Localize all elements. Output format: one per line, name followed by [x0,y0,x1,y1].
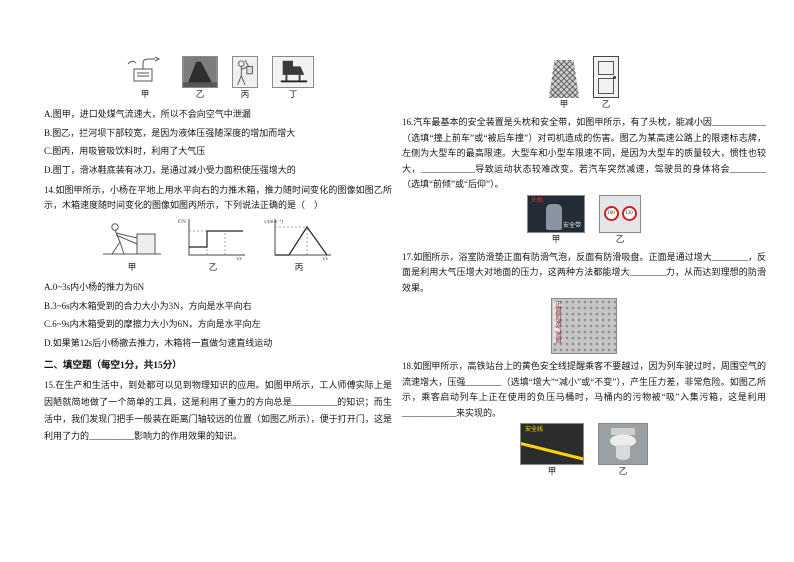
q17-text: 17.如图所示，浴室防滑垫正面有防滑气泡，反面有防滑吸盘。正面是通过增大____… [402,251,766,293]
speed-limit-small-vehicle: 120 [621,206,637,221]
q13-figure-straw: 丙 [232,56,258,100]
q14-option-c: C.6~9s内木箱受到的摩擦力大小为6N，方向是水平向左 [44,319,261,329]
force-time-graph: F/N t/s [178,219,245,261]
car-seat-shape [546,203,562,230]
headrest-photo: 头枕 安全带 [527,194,585,233]
figure-label: 乙 [601,99,611,109]
q14-figure-push: 甲 [101,217,163,273]
q18-figure-platform: 安全线 甲 [520,423,584,477]
q15-figure-tool: 甲 [549,60,579,110]
axis-label-force: F/N [178,220,186,225]
door-panel [598,61,614,75]
platform-safety-line-photo: 安全线 [520,423,584,465]
q13-figure-gas-stove: 甲 [122,56,168,100]
q13-figure-row: 甲 乙 [44,56,392,100]
q14-figure-row: 甲 F/N t/s 乙 [44,215,392,273]
figure-label: 甲 [547,466,557,476]
q13-option-d: D.图丁，滑冰鞋底装有冰刀，是通过减小受力面积使压强增大的 [44,164,296,175]
vacuum-toilet-photo [598,423,648,465]
drinking-straw-photo [232,56,258,88]
q16-figure-headrest: 头枕 安全带 甲 [527,194,585,245]
q13-option-a: A.图甲，进口处煤气流速大，所以不会向空气中泄漏 [44,109,251,119]
axis-label-time: t/s [237,257,242,261]
q18-text: 18.如图甲所示，高铁站台上的黄色安全线提醒乘客不要越过，因为列车驶过时，周围空… [402,361,766,418]
safety-line-label: 安全线 [525,427,544,433]
q17-figure-row: 正面防滑气泡图 [402,298,766,354]
q14-option-a: A.0~3s内小杨的推力为6N [44,282,145,292]
q13-figure-skate: 丁 [272,56,314,100]
figure-label: 丙 [294,262,304,272]
q18-figure-row: 安全线 甲 乙 [402,423,766,477]
mat-caption: 正面防滑气泡图 [553,301,560,343]
anti-slip-mat-photo: 正面防滑气泡图 [551,298,617,354]
figure-label: 甲 [551,233,561,244]
q15-figure-row: 甲 乙 [402,56,766,110]
section-header-fill-in: 二、填空题（每空1分，共15分） [44,361,182,371]
door-icon [593,56,619,98]
door-knob-icon [613,76,616,79]
q16-figure-speed-sign: 100 120 乙 [599,194,641,245]
headrest-label: 头枕 [531,197,544,204]
figure-label: 甲 [559,99,569,109]
q14-figure-force-graph: F/N t/s 乙 [177,215,249,273]
ice-skate-photo [272,56,314,88]
door-panel [598,78,614,94]
q18-figure-toilet: 乙 [598,423,648,477]
figure-label: 乙 [618,466,628,476]
q14-option-d: D.如果第12s后小杨撤去推力，木箱将一直做匀速直线运动 [44,337,273,348]
q14-stem: 14.如图甲所示，小杨在平地上用水平向右的力推木箱，推力随时间变化的图像如图乙所… [44,185,392,210]
velocity-time-graph: v/(m·s⁻¹) t/s [264,219,331,261]
left-column: 甲 乙 [44,54,392,447]
q14-option-b: B.3~6s内木箱受到的合力大小为3N，方向是水平向右 [44,300,252,311]
toilet-icon [610,428,636,460]
figure-label: 甲 [140,89,150,99]
figure-label: 乙 [208,262,218,272]
gas-stove-icon [127,56,161,82]
figure-label: 乙 [195,89,205,99]
figure-label: 丁 [288,89,298,99]
woven-basket-tool-icon [549,60,579,98]
axis-label-time: t/s [323,257,328,261]
person-pushing-box-icon [103,223,161,255]
q17-figure-mat: 正面防滑气泡图 [551,298,617,354]
figure-label: 乙 [615,233,625,244]
speed-limit-sign: 100 120 [599,194,641,233]
axis-label-velocity: v/(m·s⁻¹) [264,219,283,225]
q13-option-b: B.图乙，拦河坝下部较宽，是因为液体压强随深度的增加而增大 [44,127,296,138]
right-column: 甲 乙 16.汽车最基本的安全装置是头枕和安全带，如图甲所示，有了头枕，能减小因… [402,54,766,482]
seatbelt-label: 安全带 [562,222,581,229]
q15-text: 15.在生产和生活中，到处都可以见到物理知识的应用。如图甲所示，工人师傅实际上是… [44,380,392,441]
figure-label: 甲 [127,262,137,272]
yellow-safety-line [521,441,583,464]
figure-label: 丙 [240,89,250,99]
speed-limit-large-vehicle: 100 [603,206,619,221]
q14-figure-velocity-graph: v/(m·s⁻¹) t/s 丙 [263,215,335,273]
q15-figure-door: 乙 [593,56,619,110]
dam-photo [182,56,218,88]
q16-figure-row: 头枕 安全带 甲 100 120 乙 [402,194,766,245]
q16-text: 16.汽车最基本的安全装置是头枕和安全带，如图甲所示，有了头枕，能减小因____… [402,117,766,189]
q13-figure-dam: 乙 [182,56,218,100]
q13-option-c: C.图丙，用吸管吸饮料时，利用了大气压 [44,146,206,156]
